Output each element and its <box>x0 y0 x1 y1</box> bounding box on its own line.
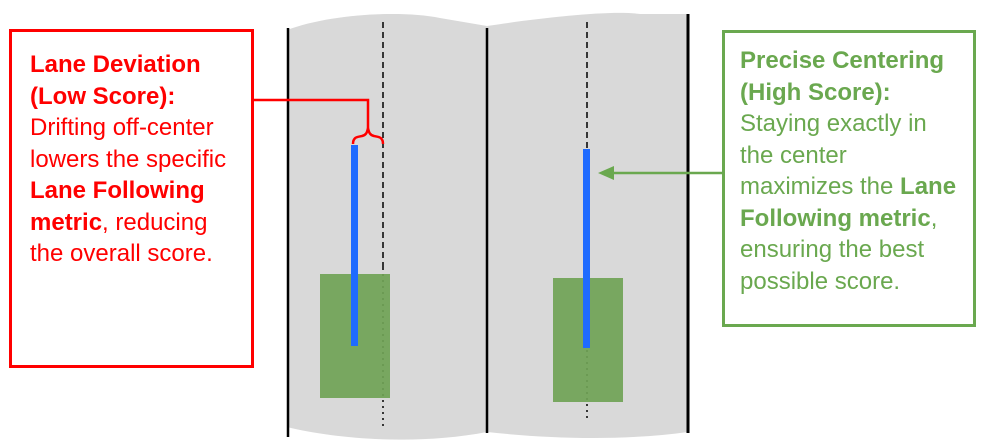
right-callout-title-sub: (High Score): <box>740 78 891 106</box>
left-callout-body: , reducing <box>102 208 208 236</box>
right-callout-metric: Following metric <box>740 204 931 232</box>
right-arrow-head <box>598 166 614 180</box>
right-callout-body: ensuring the best <box>740 236 925 263</box>
right-callout-metric: Lane <box>900 173 957 200</box>
left-callout-body: the overall score. <box>30 240 213 267</box>
left-callout-body: Drifting off-center <box>30 114 214 141</box>
left-connector-line <box>254 98 370 128</box>
right-trajectory <box>583 149 590 348</box>
right-callout-body: , <box>930 204 938 232</box>
right-callout-box: Precise Centering (High Score): Staying … <box>722 30 976 327</box>
right-callout-title: Precise Centering <box>740 47 945 74</box>
left-callout-box: Lane Deviation (Low Score): Drifting off… <box>9 29 254 368</box>
left-callout-metric: Lane Following <box>30 177 205 204</box>
left-callout-metric: metric <box>30 208 103 236</box>
left-callout-body: lowers the specific <box>30 145 227 173</box>
right-callout-body: possible score. <box>740 267 901 295</box>
right-callout-body: Staying exactly in <box>740 110 927 137</box>
left-callout-title-sub: (Low Score): <box>30 82 176 110</box>
left-callout-title: Lane Deviation <box>30 51 201 78</box>
right-callout-body: maximizes the <box>740 173 901 200</box>
left-trajectory <box>351 145 358 346</box>
right-callout-body: the center <box>740 141 847 169</box>
